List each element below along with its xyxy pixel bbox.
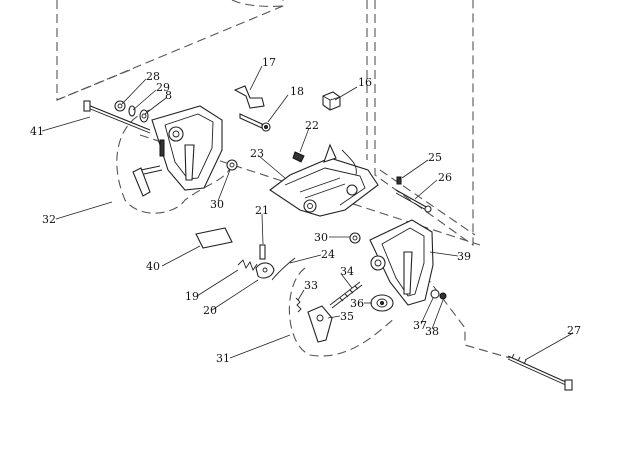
- callout-30-right: 30: [314, 231, 328, 244]
- bent-bracket-17: [233, 85, 265, 109]
- callout-8: 8: [165, 89, 172, 102]
- right-clamp-bracket-39: [369, 219, 434, 306]
- callout-35: 35: [340, 310, 354, 323]
- callout-34: 34: [340, 265, 354, 278]
- wheel-36: [370, 294, 394, 312]
- callout-labels: 16 17 18 22 23 28 29 8 41 30 32 25 26 21…: [30, 56, 581, 365]
- callout-24: 24: [321, 248, 335, 261]
- callout-16: 16: [358, 76, 372, 89]
- callout-36: 36: [350, 297, 364, 310]
- callout-33: 33: [304, 279, 318, 292]
- callout-17: 17: [262, 56, 276, 69]
- nut-washers-28-29-8: [114, 100, 149, 123]
- callout-18: 18: [290, 85, 304, 98]
- callout-25: 25: [428, 151, 442, 164]
- callout-23: 23: [250, 147, 264, 160]
- block-16: [322, 91, 341, 111]
- group-outline-31: [288, 267, 396, 357]
- long-bolt-41: [83, 100, 151, 134]
- left-lever: [132, 165, 163, 197]
- stud-25: [396, 176, 402, 185]
- leader-lines: [41, 65, 574, 361]
- callout-29: 29: [156, 81, 170, 94]
- plate-40: [195, 227, 233, 249]
- pin-21: [259, 244, 266, 260]
- callout-38: 38: [425, 325, 439, 338]
- fastener-37-38: [430, 289, 447, 300]
- handle-lever-35: [307, 305, 333, 343]
- pin-22: [292, 151, 305, 163]
- callout-40: 40: [146, 260, 160, 273]
- callout-20: 20: [203, 304, 217, 317]
- callout-41: 41: [30, 125, 44, 138]
- central-mechanism-23: [269, 143, 379, 217]
- callout-28: 28: [146, 70, 160, 83]
- spring-33: [295, 297, 302, 313]
- callout-32: 32: [42, 213, 56, 226]
- cam-20: [255, 262, 275, 279]
- callout-22: 22: [305, 119, 319, 132]
- spring-19: [237, 259, 258, 271]
- callout-19: 19: [185, 290, 199, 303]
- long-bolt-27: [507, 353, 573, 391]
- callout-30-left: 30: [210, 198, 224, 211]
- wire-spring-24: [271, 257, 296, 281]
- callout-26: 26: [438, 171, 452, 184]
- callout-21: 21: [255, 204, 269, 217]
- screw-18: [239, 113, 271, 132]
- washer-30-right: [349, 232, 361, 244]
- rod-26: [395, 189, 432, 213]
- callout-37: 37: [413, 319, 427, 332]
- callout-39: 39: [457, 250, 471, 263]
- group-outline-32: [116, 109, 231, 214]
- left-clamp-bracket: [151, 105, 223, 191]
- washer-30-left: [226, 159, 238, 171]
- threaded-rod-34: [329, 281, 363, 309]
- callout-27: 27: [567, 324, 581, 337]
- callout-31: 31: [216, 352, 230, 365]
